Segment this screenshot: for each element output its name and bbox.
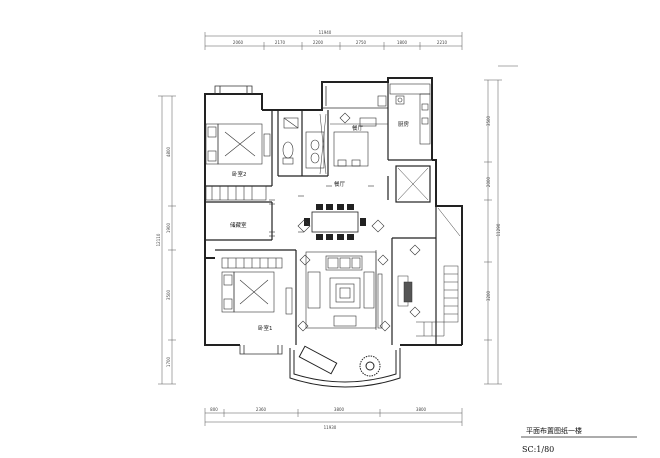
plant-symbols [297, 112, 421, 332]
dim-top-seg-2: 2170 [275, 40, 286, 45]
bedroom1-furniture [221, 257, 293, 315]
bedroom2-furniture [205, 123, 271, 201]
room-label-bedroom2: 卧室2 [232, 170, 247, 178]
dim-left-total: 12110 [156, 233, 161, 246]
dim-right-seg-2: 2000 [486, 176, 491, 187]
shaft-marks [319, 113, 461, 237]
dim-left-seg-4: 1700 [166, 356, 171, 367]
dim-bottom-seg-4: 3800 [416, 407, 427, 412]
bathroom-fixtures [282, 117, 325, 169]
dim-top-seg-5: 1800 [397, 40, 408, 45]
kitchen-counters [377, 83, 431, 145]
dim-right-seg-1: 3500 [486, 115, 491, 126]
dim-bottom-seg-2: 2360 [256, 407, 267, 412]
dining-top-furniture [330, 117, 388, 167]
drawing-title: 平面布置图纸一楼 [526, 426, 582, 435]
dim-left-seg-1: 4800 [166, 146, 171, 157]
bay-window-bottom-left [239, 345, 283, 355]
room-label-dining-top: 餐厅 [352, 124, 364, 132]
dim-right-seg-3: 3200 [486, 290, 491, 301]
drawing-scale: SC:1/80 [522, 445, 554, 454]
window-marks [269, 185, 374, 237]
interior-walls [205, 82, 437, 345]
dim-top-seg-4: 2750 [356, 40, 367, 45]
dim-right-total: 11290 [496, 223, 501, 236]
dim-top-seg-3: 2200 [313, 40, 324, 45]
dim-top-seg-1: 2060 [233, 40, 244, 45]
dim-left-seg-3: 3500 [166, 289, 171, 300]
room-label-storage: 储藏室 [230, 221, 247, 229]
right-dimension [484, 79, 502, 385]
dim-bottom-seg-1: 800 [210, 407, 218, 412]
dim-left-seg-2: 1900 [166, 222, 171, 233]
dim-top-total: 11940 [319, 30, 332, 35]
room-label-dining-mid: 餐厅 [334, 180, 346, 188]
room-label-bedroom1: 卧室1 [258, 324, 273, 332]
balcony-bottom [289, 345, 401, 388]
stairs [397, 265, 459, 337]
bottom-dimension [204, 408, 463, 426]
room-label-kitchen: 厨房 [398, 120, 410, 128]
bay-window-top [214, 85, 253, 94]
dining-table [304, 204, 366, 240]
living-room-furniture [305, 250, 383, 330]
top-dimension [204, 32, 463, 50]
dim-bottom-total: 11930 [324, 425, 337, 430]
balcony-top [321, 82, 388, 109]
dim-top-seg-6: 2210 [437, 40, 448, 45]
dim-bottom-seg-3: 3800 [334, 407, 345, 412]
left-dimension [158, 95, 176, 385]
